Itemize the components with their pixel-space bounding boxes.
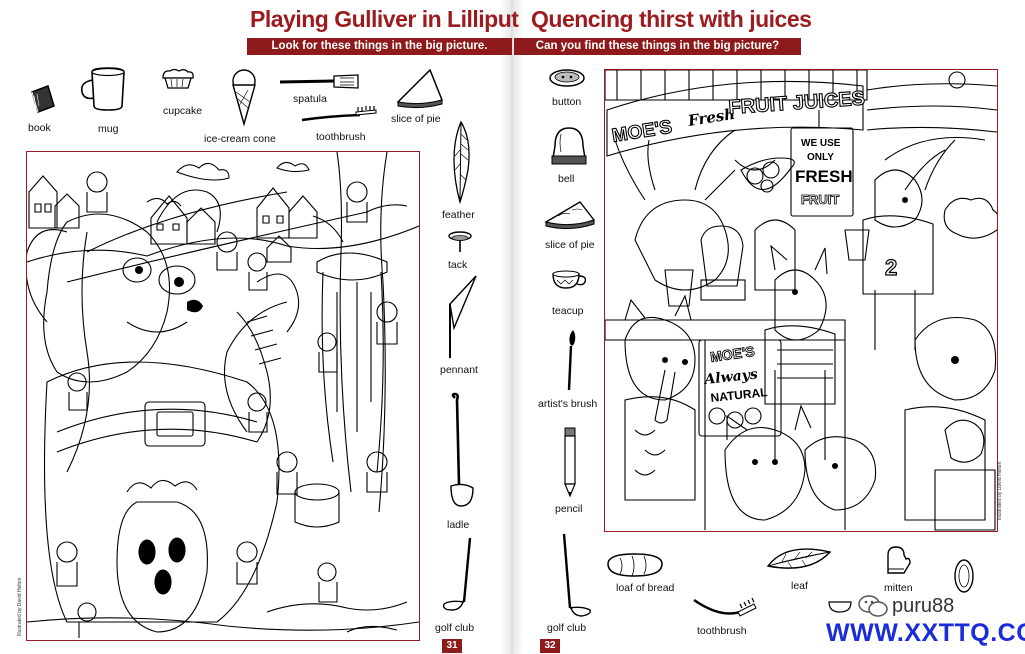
page-number-right: 32: [540, 639, 560, 653]
pencil-icon: [562, 426, 578, 498]
item-label-leaf: leaf: [791, 580, 808, 592]
bell-icon: [549, 126, 589, 168]
ice-cream-cone-icon: [229, 68, 259, 127]
page-fold: [500, 0, 524, 654]
ladle-icon: [447, 392, 477, 510]
scene-jersey-number: 2: [885, 255, 897, 280]
toothbrush-icon-right: [692, 594, 760, 618]
scene-sign-only: ONLY: [807, 152, 834, 163]
tack-icon: [447, 230, 473, 254]
cupcake-icon: [160, 68, 196, 90]
item-label-golf-club-right: golf club: [547, 622, 587, 634]
book-icon: [28, 84, 58, 116]
wechat-logo-icon: [858, 594, 888, 618]
item-label-mug: mug: [98, 123, 119, 135]
item-label-artists-brush: artist's brush: [538, 398, 598, 410]
scene-sign-fresh-caps: FRESH: [795, 167, 853, 186]
left-page-subtitle-bar: Look for these things in the big picture…: [247, 38, 512, 55]
feather-icon: [450, 120, 472, 205]
item-label-toothbrush: toothbrush: [316, 131, 366, 143]
right-page-subtitle-bar: Can you find these things in the big pic…: [514, 38, 801, 55]
pennant-icon: [444, 274, 478, 360]
leaf-icon: [766, 546, 834, 574]
item-label-pennant: pennant: [440, 364, 478, 376]
item-label-button: button: [552, 96, 582, 108]
page-number-left: 31: [442, 639, 462, 653]
item-label-bell: bell: [558, 173, 575, 185]
left-hidden-picture: [26, 151, 420, 641]
scene-poster-always: Always: [702, 366, 759, 388]
item-label-feather: feather: [442, 209, 475, 221]
item-label-golf-club-left: golf club: [435, 622, 475, 634]
item-label-teacup: teacup: [552, 305, 584, 317]
teacup-icon: [549, 270, 591, 294]
golf-club-icon-left: [440, 536, 478, 616]
loaf-of-bread-icon: [604, 550, 666, 578]
watermark-handle: puru88: [858, 594, 954, 618]
item-label-spatula: spatula: [293, 93, 327, 105]
spatula-icon: [278, 74, 360, 90]
mug-icon: [78, 66, 134, 112]
item-label-mitten: mitten: [884, 582, 913, 594]
left-illustration-credit: Illustrated by David Helton: [17, 577, 23, 636]
right-page-title: Quencing thirst with juices: [531, 6, 812, 32]
scene-poster-natural: NATURAL: [710, 385, 768, 405]
slice-of-pie-icon: [394, 68, 446, 110]
right-hidden-picture: MOE'S Fresh FRUIT JUICES WE USE ONLY FRE…: [604, 69, 998, 532]
item-label-ladle: ladle: [447, 519, 470, 531]
item-label-ice-cream-cone: ice-cream cone: [204, 133, 276, 145]
button-icon: [548, 68, 586, 88]
golf-club-icon-right: [558, 532, 594, 620]
item-label-tack: tack: [448, 259, 468, 271]
item-label-book: book: [28, 122, 51, 134]
item-label-cupcake: cupcake: [163, 105, 203, 117]
item-label-toothbrush-right: toothbrush: [697, 625, 747, 637]
extra-item-icon: [953, 558, 975, 598]
small-bowl-icon: [827, 598, 853, 614]
item-label-loaf-of-bread: loaf of bread: [616, 582, 675, 594]
scene-sign-fruit: FRUIT: [801, 192, 839, 207]
artists-brush-icon: [563, 328, 579, 392]
item-label-pencil: pencil: [555, 503, 583, 515]
watermark-url: WWW.XXTTQ.COM: [826, 619, 1025, 647]
slice-of-pie-icon-right: [544, 200, 596, 230]
scene-poster-moes: MOE'S: [709, 343, 755, 365]
mitten-icon: [880, 545, 912, 577]
left-page-title: Playing Gulliver in Lilliput: [250, 6, 519, 32]
item-label-slice-of-pie-left: slice of pie: [391, 113, 441, 125]
scene-sign-fruit-juices: FRUIT JUICES: [728, 88, 866, 119]
right-illustration-credit: Illustrated by David Helton: [997, 461, 1003, 520]
scene-sign-we-use: WE USE: [801, 138, 841, 149]
scene-sign-moes: MOE'S: [610, 117, 673, 147]
item-label-slice-of-pie-right: slice of pie: [545, 239, 595, 251]
toothbrush-icon: [300, 106, 378, 124]
watermark-handle-text: puru88: [892, 594, 955, 617]
